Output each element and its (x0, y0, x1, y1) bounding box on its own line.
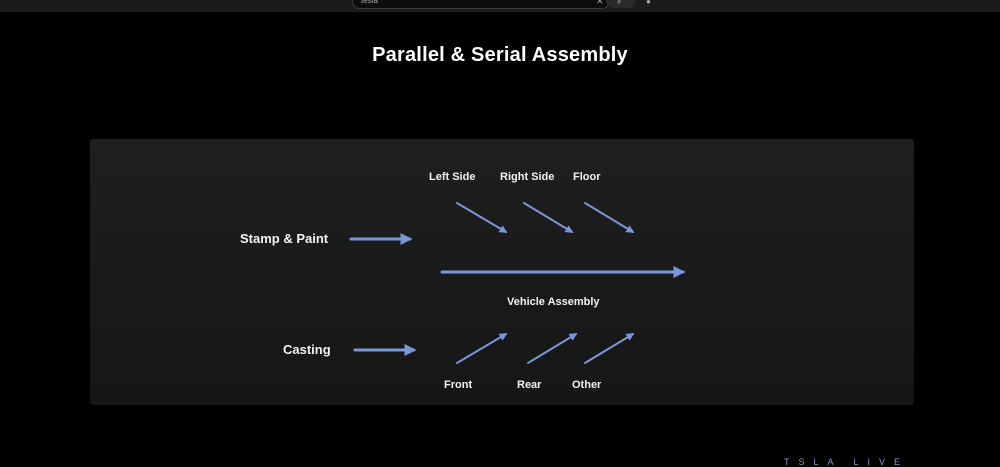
clear-icon[interactable]: ✕ (596, 0, 604, 6)
module-label-rear: Rear (517, 379, 542, 391)
module-label-other: Other (572, 379, 602, 391)
microphone-icon[interactable]: ● (646, 0, 651, 6)
slide-title: Parallel & Serial Assembly (372, 44, 628, 66)
module-label-front: Front (444, 379, 473, 391)
arrow-other (584, 333, 635, 364)
arrow-left-side (456, 202, 508, 233)
search-button[interactable]: ⌕ (606, 0, 636, 8)
arrow-floor (584, 202, 635, 233)
main-line-label: Vehicle Assembly (507, 296, 600, 308)
arrow-rear (527, 333, 578, 364)
arrow-right-side (523, 202, 574, 233)
input-label-casting: Casting (283, 342, 331, 357)
module-label-left-side: Left Side (429, 171, 476, 183)
search-input-value: tesla (361, 0, 378, 5)
input-label-stamp-paint: Stamp & Paint (240, 231, 329, 246)
search-icon: ⌕ (617, 0, 622, 6)
module-label-right-side: Right Side (500, 171, 555, 183)
module-label-floor: Floor (573, 171, 601, 183)
channel-watermark: TSLA LIVE (784, 457, 910, 467)
arrow-front (456, 333, 508, 364)
